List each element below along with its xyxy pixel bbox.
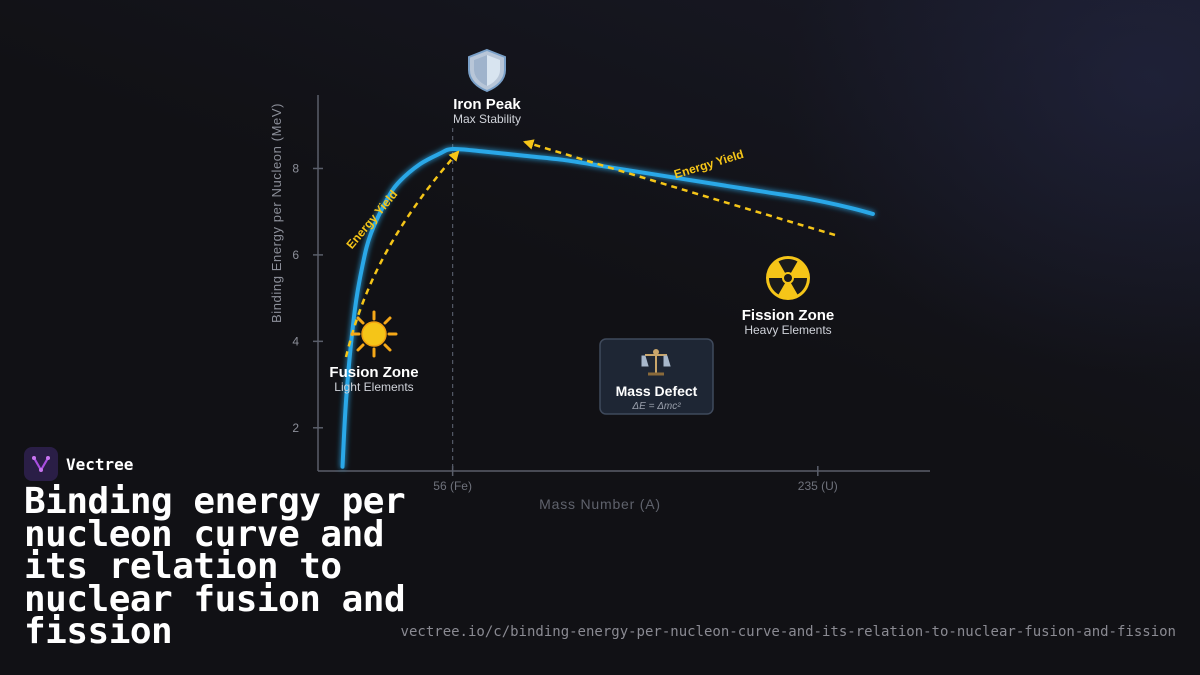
fusion-zone-annotation: Fusion Zone Light Elements [329, 310, 419, 394]
shield-icon [468, 48, 506, 93]
fission-zone-annotation: Fission Zone Heavy Elements [742, 256, 835, 337]
binding-energy-curve [340, 146, 875, 469]
fission-energy-yield-label: Energy Yield [672, 147, 745, 181]
fusion-zone-title: Fusion Zone [329, 364, 418, 381]
iron-peak-subtitle: Max Stability [453, 112, 521, 126]
x-tick-label: 56 (Fe) [433, 479, 472, 493]
fusion-zone-subtitle: Light Elements [334, 380, 413, 394]
radioactive-icon [766, 256, 810, 300]
sun-icon [350, 310, 398, 358]
y-tick-label: 6 [292, 248, 299, 262]
iron-peak-title: Iron Peak [453, 96, 521, 113]
vectree-logo-icon [24, 447, 58, 481]
y-tick-label: 4 [292, 334, 299, 348]
mass-defect-box: Mass Defect ΔE = Δmc² [599, 338, 714, 415]
fission-energy-arrow [522, 139, 836, 237]
scales-icon [641, 349, 671, 376]
fission-zone-title: Fission Zone [742, 307, 835, 324]
y-axis-label: Binding Energy per Nucleon (MeV) [269, 103, 284, 323]
x-ticks: 56 (Fe) 235 (U) [433, 466, 838, 493]
brand-name: Vectree [66, 454, 134, 474]
mass-defect-formula: ΔE = Δmc² [631, 401, 681, 412]
x-axis-label: Mass Number (A) [539, 496, 661, 512]
y-ticks: 2 4 6 8 [292, 161, 323, 435]
mass-defect-title: Mass Defect [616, 383, 698, 399]
y-tick-label: 2 [292, 421, 299, 435]
iron-peak-annotation: Iron Peak Max Stability [453, 48, 521, 126]
page-title: Binding energy per nucleon curve and its… [24, 481, 406, 652]
y-tick-label: 8 [292, 161, 299, 175]
source-url[interactable]: vectree.io/c/binding-energy-per-nucleon-… [400, 624, 1176, 640]
brand: Vectree [24, 447, 133, 481]
fission-zone-subtitle: Heavy Elements [744, 323, 831, 337]
x-tick-label: 235 (U) [798, 479, 838, 493]
fusion-energy-arrow [344, 150, 460, 358]
